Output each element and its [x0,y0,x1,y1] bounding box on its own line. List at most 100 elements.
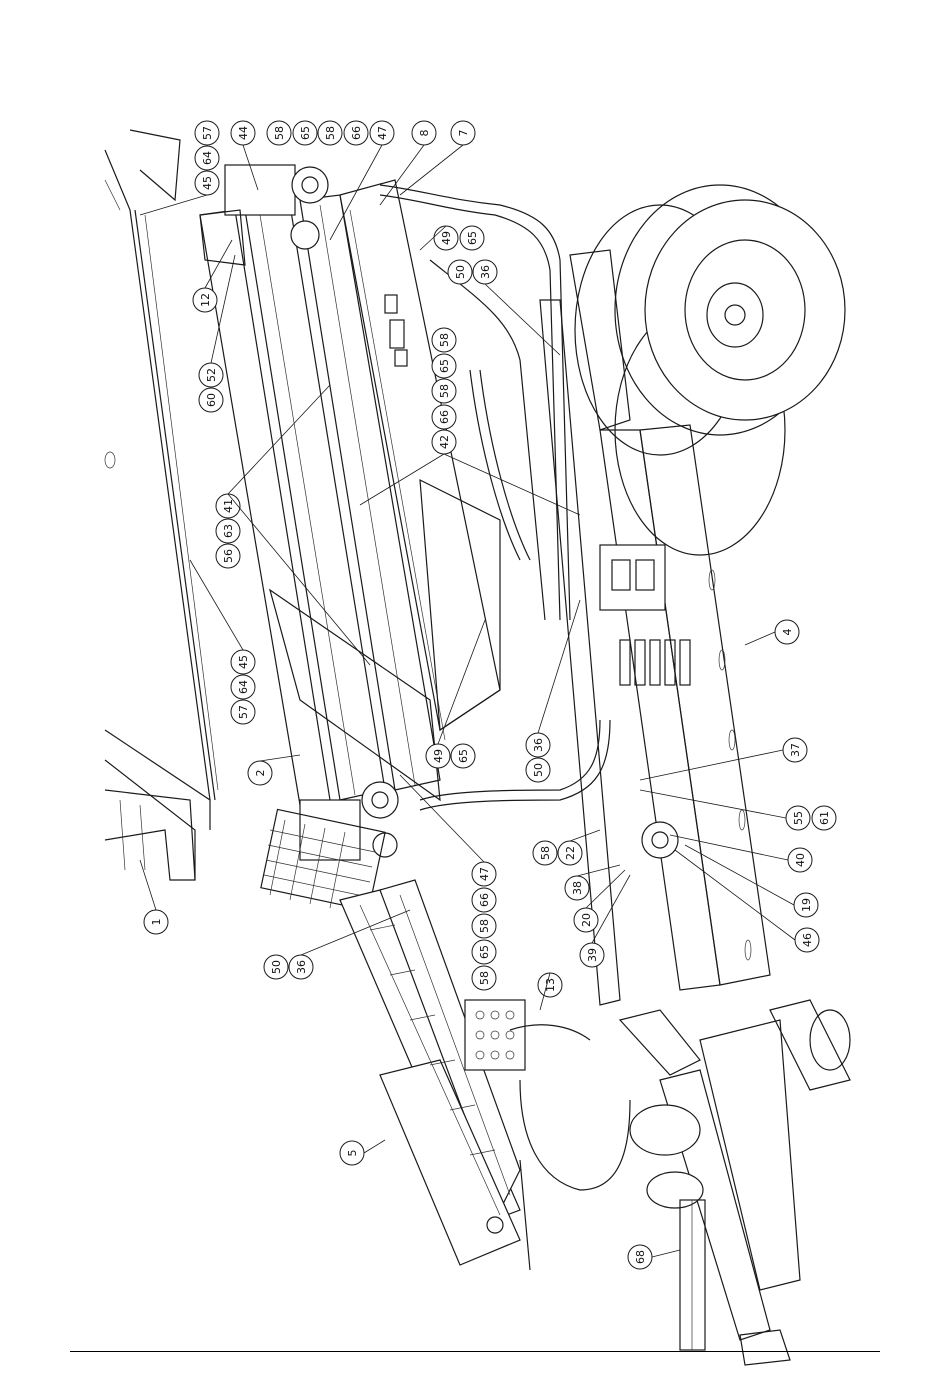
callout-58: 58 [318,121,342,145]
callout-49: 49 [434,226,458,250]
callout-58: 58 [432,379,456,403]
svg-text:13: 13 [544,978,557,992]
svg-text:56: 56 [222,549,235,563]
svg-text:66: 66 [478,893,491,907]
svg-text:36: 36 [295,960,308,974]
callout-2: 2 [248,761,272,785]
svg-text:45: 45 [237,655,250,669]
svg-text:47: 47 [478,867,491,881]
svg-text:39: 39 [586,948,599,962]
svg-text:58: 58 [438,384,451,398]
footer-rule [70,1351,880,1352]
callout-66: 66 [344,121,368,145]
svg-text:65: 65 [478,945,491,959]
callout-38: 38 [565,876,589,900]
svg-text:65: 65 [438,359,451,373]
discharge-conveyor [340,880,530,1270]
callout-68: 68 [628,1245,652,1269]
callout-45: 45 [195,171,219,195]
svg-text:8: 8 [418,130,431,137]
svg-text:61: 61 [818,811,831,825]
callout-63: 63 [216,519,240,543]
callout-58: 58 [472,966,496,990]
callout-40: 40 [788,848,812,872]
callout-46: 46 [795,928,819,952]
svg-text:65: 65 [299,126,312,140]
svg-text:37: 37 [789,743,802,757]
svg-text:7: 7 [457,130,470,137]
callout-36: 36 [526,733,550,757]
callout-37: 37 [783,738,807,762]
callout-22: 22 [558,841,582,865]
svg-text:49: 49 [440,231,453,245]
callout-58: 58 [472,914,496,938]
callout-42: 42 [432,430,456,454]
svg-text:66: 66 [438,410,451,424]
svg-text:65: 65 [457,749,470,763]
callout-36: 36 [289,955,313,979]
svg-text:5: 5 [346,1150,359,1157]
callout-49: 49 [426,744,450,768]
callout-44: 44 [231,121,255,145]
callout-65: 65 [451,744,475,768]
svg-text:50: 50 [270,960,283,974]
callout-50: 50 [526,758,550,782]
svg-text:41: 41 [222,499,235,513]
callout-45: 45 [231,650,255,674]
pto-shaft [630,1105,705,1350]
callout-47: 47 [472,862,496,886]
svg-text:63: 63 [222,524,235,538]
callout-58: 58 [432,328,456,352]
svg-text:58: 58 [478,919,491,933]
callout-57: 57 [195,121,219,145]
callout-41: 41 [216,494,240,518]
svg-text:58: 58 [539,846,552,860]
svg-text:42: 42 [438,435,451,449]
callout-50: 50 [448,260,472,284]
svg-text:58: 58 [438,333,451,347]
svg-text:57: 57 [237,705,250,719]
svg-text:58: 58 [273,126,286,140]
callout-65: 65 [472,940,496,964]
svg-text:64: 64 [237,680,250,694]
svg-text:50: 50 [454,265,467,279]
callout-58: 58 [533,841,557,865]
wheel [575,185,845,555]
callout-4: 4 [775,620,799,644]
svg-text:58: 58 [324,126,337,140]
callout-7: 7 [451,121,475,145]
svg-text:68: 68 [634,1250,647,1264]
svg-text:55: 55 [792,811,805,825]
callout-13: 13 [538,973,562,997]
callout-66: 66 [432,405,456,429]
callout-8: 8 [412,121,436,145]
svg-text:52: 52 [205,368,218,382]
svg-text:50: 50 [532,763,545,777]
callout-20: 20 [574,908,598,932]
svg-text:57: 57 [201,126,214,140]
svg-text:58: 58 [478,971,491,985]
callout-56: 56 [216,544,240,568]
callout-55: 55 [786,806,810,830]
svg-text:12: 12 [199,293,212,307]
svg-text:36: 36 [479,265,492,279]
callout-1: 1 [144,910,168,934]
callout-61: 61 [812,806,836,830]
callout-65: 65 [432,354,456,378]
callout-50: 50 [264,955,288,979]
control-box [465,1000,525,1070]
svg-text:1: 1 [150,919,163,926]
svg-text:36: 36 [532,738,545,752]
svg-text:38: 38 [571,881,584,895]
callout-65: 65 [293,121,317,145]
svg-text:19: 19 [800,898,813,912]
callout-47: 47 [370,121,394,145]
callout-5: 5 [340,1141,364,1165]
svg-text:64: 64 [201,151,214,165]
callout-64: 64 [195,146,219,170]
hopper-body [105,130,218,880]
svg-text:2: 2 [254,770,267,777]
callout-58: 58 [267,121,291,145]
callout-57: 57 [231,700,255,724]
